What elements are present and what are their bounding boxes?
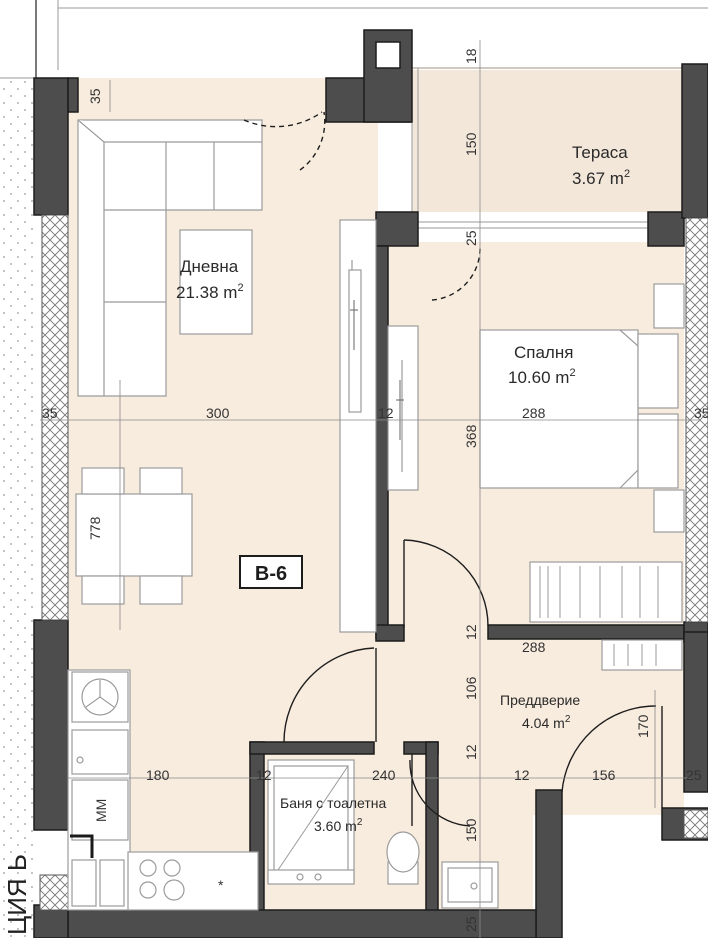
dim-288-bed: 288 bbox=[522, 405, 546, 421]
bedroom-name: Спалня bbox=[514, 343, 573, 362]
dim-150-terrace: 150 bbox=[463, 132, 479, 156]
dim-778: 778 bbox=[87, 516, 103, 540]
corridor-strip bbox=[0, 78, 34, 938]
dim-150-bath: 150 bbox=[463, 818, 479, 842]
sofa bbox=[77, 119, 263, 397]
dining-set bbox=[75, 467, 193, 605]
dim-12-a: 12 bbox=[256, 767, 272, 783]
walls bbox=[33, 29, 708, 938]
bath-sink bbox=[267, 869, 355, 885]
dim-12-b: 12 bbox=[514, 767, 530, 783]
living-name: Дневна bbox=[180, 257, 239, 276]
dim-368: 368 bbox=[463, 424, 479, 448]
dim-106: 106 bbox=[463, 676, 479, 700]
hall-area: 4.04 m2 bbox=[522, 714, 571, 731]
right-bottom-hatch bbox=[683, 809, 708, 839]
toilet bbox=[386, 831, 420, 885]
dim-180: 180 bbox=[146, 767, 170, 783]
terrace-floor bbox=[412, 70, 682, 212]
left-bottom-hatch bbox=[39, 874, 69, 911]
bath-area: 3.60 m2 bbox=[314, 817, 363, 834]
bedroom-wardrobe bbox=[387, 325, 419, 491]
dim-25-right: 25 bbox=[686, 767, 702, 783]
apartment-label-box bbox=[239, 555, 303, 589]
apartment-label: B-6 bbox=[255, 563, 287, 585]
left-wall-hatch bbox=[41, 214, 69, 621]
bedroom-closet bbox=[529, 561, 683, 623]
terrace-area: 3.67 m2 bbox=[572, 168, 630, 188]
dim-25-terrace: 25 bbox=[463, 230, 479, 246]
dim-170: 170 bbox=[635, 714, 651, 738]
fridge-marker bbox=[70, 834, 94, 858]
terrace-name: Тераса bbox=[572, 143, 628, 162]
coffee-table bbox=[179, 229, 253, 335]
dim-12-mid: 12 bbox=[378, 405, 394, 421]
dimension-lines bbox=[40, 40, 700, 938]
dim-35-left: 35 bbox=[42, 405, 58, 421]
hall-name: Преддверие bbox=[500, 692, 580, 708]
double-bed bbox=[479, 283, 685, 533]
dim-288-hall: 288 bbox=[522, 639, 546, 655]
dim-12-hall: 12 bbox=[463, 624, 479, 640]
corridor-label: ЦИЯ Ь bbox=[2, 854, 32, 935]
dim-300: 300 bbox=[206, 405, 230, 421]
dim-156: 156 bbox=[592, 767, 616, 783]
dim-18: 18 bbox=[463, 48, 479, 64]
dim-35-right: 35 bbox=[694, 405, 708, 421]
doors bbox=[243, 111, 663, 827]
dim-35-top: 35 bbox=[87, 88, 103, 104]
dim-12-bath: 12 bbox=[463, 744, 479, 760]
washer-label: MM bbox=[93, 799, 109, 822]
living-area: 21.38 m2 bbox=[176, 282, 244, 302]
hob-mark: * bbox=[218, 877, 224, 893]
bath-name: Баня с тоалетна bbox=[280, 795, 387, 811]
living-wardrobe bbox=[339, 219, 377, 633]
kitchen-counter bbox=[67, 669, 259, 911]
dim-25-bottom: 25 bbox=[463, 916, 479, 932]
bedroom-area: 10.60 m2 bbox=[508, 367, 576, 387]
terrace-gap-floor bbox=[76, 78, 328, 112]
dim-240: 240 bbox=[372, 767, 396, 783]
corridor-sink bbox=[441, 861, 499, 909]
